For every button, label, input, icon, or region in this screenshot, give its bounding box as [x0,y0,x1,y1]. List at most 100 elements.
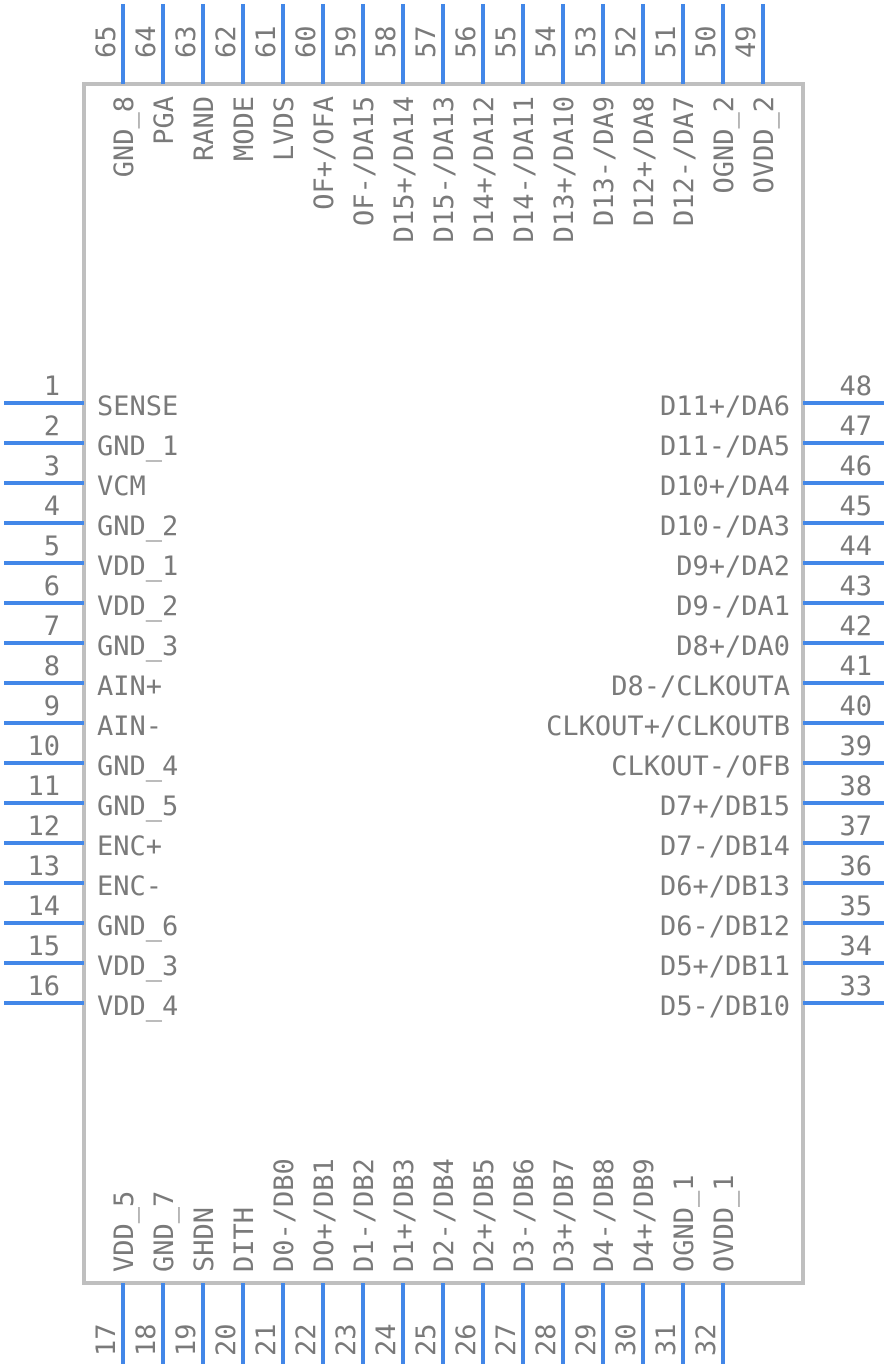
pin-23-number: 23 [331,1323,362,1356]
pin-39-number: 39 [839,731,872,762]
pin-38-label: D7+/DB15 [660,791,790,822]
pin-51-number: 51 [651,25,682,58]
pin-17-number: 17 [91,1323,122,1356]
pin-39-label: CLKOUT-/OFB [611,751,790,782]
pin-60-label: OF+/OFA [309,96,340,210]
pin-56-number: 56 [451,25,482,58]
pin-30-label: D4+/DB9 [629,1158,660,1272]
pin-22-number: 22 [291,1323,322,1356]
pin-40-label: CLKOUT+/CLKOUTB [546,711,790,742]
pin-30-number: 30 [611,1323,642,1356]
pin-11-label: GND_5 [97,791,178,822]
pin-7-label: GND_3 [97,631,178,662]
pin-20-number: 20 [211,1323,242,1356]
pin-28-label: D3+/DB7 [549,1158,580,1272]
pin-49-label: OVDD_2 [749,96,780,194]
pin-55-label: D14-/DA11 [509,96,540,242]
pin-55-number: 55 [491,25,522,58]
pin-4-label: GND_2 [97,511,178,542]
pin-43-number: 43 [839,571,872,602]
pin-17-label: VDD_5 [109,1191,140,1272]
pin-32-label: OVDD_1 [709,1174,740,1272]
pin-28-number: 28 [531,1323,562,1356]
pin-41-number: 41 [839,651,872,682]
pin-65-number: 65 [91,25,122,58]
pin-37-label: D7-/DB14 [660,831,790,862]
pin-54-number: 54 [531,25,562,58]
pin-43-label: D9-/DA1 [676,591,790,622]
pin-42-number: 42 [839,611,872,642]
pin-24-label: D1+/DB3 [389,1158,420,1272]
pin-65-label: GND_8 [109,96,140,177]
pin-14-label: GND_6 [97,911,178,942]
pin-6-number: 6 [44,571,60,602]
pin-64-number: 64 [131,25,162,58]
pin-42-label: D8+/DA0 [676,631,790,662]
pin-62-label: MODE [229,96,260,161]
pin-34-label: D5+/DB11 [660,951,790,982]
pin-27-label: D3-/DB6 [509,1158,540,1272]
pin-53-label: D13-/DA9 [589,96,620,226]
pin-56-label: D14+/DA12 [469,96,500,242]
pin-12-number: 12 [27,811,60,842]
pin-60-number: 60 [291,25,322,58]
pin-44-number: 44 [839,531,872,562]
pin-48-label: D11+/DA6 [660,391,790,422]
pin-29-label: D4-/DB8 [589,1158,620,1272]
pin-57-label: D15-/DA13 [429,96,460,242]
pin-33-number: 33 [839,971,872,1002]
ic-body [82,82,805,1285]
pin-58-label: D15+/DA14 [389,96,420,242]
pin-5-number: 5 [44,531,60,562]
pin-40-number: 40 [839,691,872,722]
pin-4-number: 4 [44,491,60,522]
pin-51-label: D12-/DA7 [669,96,700,226]
pin-32-number: 32 [691,1323,722,1356]
pin-20-label: DITH [229,1207,260,1272]
pin-16-label: VDD_4 [97,991,178,1022]
pin-45-number: 45 [839,491,872,522]
pin-16-number: 16 [27,971,60,1002]
pin-31-number: 31 [651,1323,682,1356]
pin-12-label: ENC+ [97,831,162,862]
pin-10-number: 10 [27,731,60,762]
pin-26-number: 26 [451,1323,482,1356]
pin-25-label: D2-/DB4 [429,1158,460,1272]
pin-9-label: AIN- [97,711,162,742]
pin-25-number: 25 [411,1323,442,1356]
pin-15-label: VDD_3 [97,951,178,982]
pin-59-number: 59 [331,25,362,58]
pin-13-label: ENC- [97,871,162,902]
pin-36-label: D6+/DB13 [660,871,790,902]
pin-8-number: 8 [44,651,60,682]
pin-1-number: 1 [44,371,60,402]
pin-61-number: 61 [251,25,282,58]
pin-9-number: 9 [44,691,60,722]
pin-11-number: 11 [27,771,60,802]
pin-5-label: VDD_1 [97,551,178,582]
pin-2-label: GND_1 [97,431,178,462]
pin-31-label: OGND_1 [669,1174,700,1272]
pin-47-label: D11-/DA5 [660,431,790,462]
pin-27-number: 27 [491,1323,522,1356]
pin-45-label: D10-/DA3 [660,511,790,542]
pin-6-label: VDD_2 [97,591,178,622]
pin-35-number: 35 [839,891,872,922]
pin-19-number: 19 [171,1323,202,1356]
pin-33-label: D5-/DB10 [660,991,790,1022]
pin-1-label: SENSE [97,391,178,422]
pin-46-number: 46 [839,451,872,482]
pin-29-number: 29 [571,1323,602,1356]
pin-13-number: 13 [27,851,60,882]
pin-52-number: 52 [611,25,642,58]
pin-46-label: D10+/DA4 [660,471,790,502]
pin-52-label: D12+/DA8 [629,96,660,226]
pin-23-label: D1-/DB2 [349,1158,380,1272]
pin-19-label: SHDN [189,1207,220,1272]
pin-64-label: PGA [149,96,180,145]
pin-18-label: GND_7 [149,1191,180,1272]
pin-21-number: 21 [251,1323,282,1356]
pin-7-number: 7 [44,611,60,642]
pin-22-label: DO+/DB1 [309,1158,340,1272]
